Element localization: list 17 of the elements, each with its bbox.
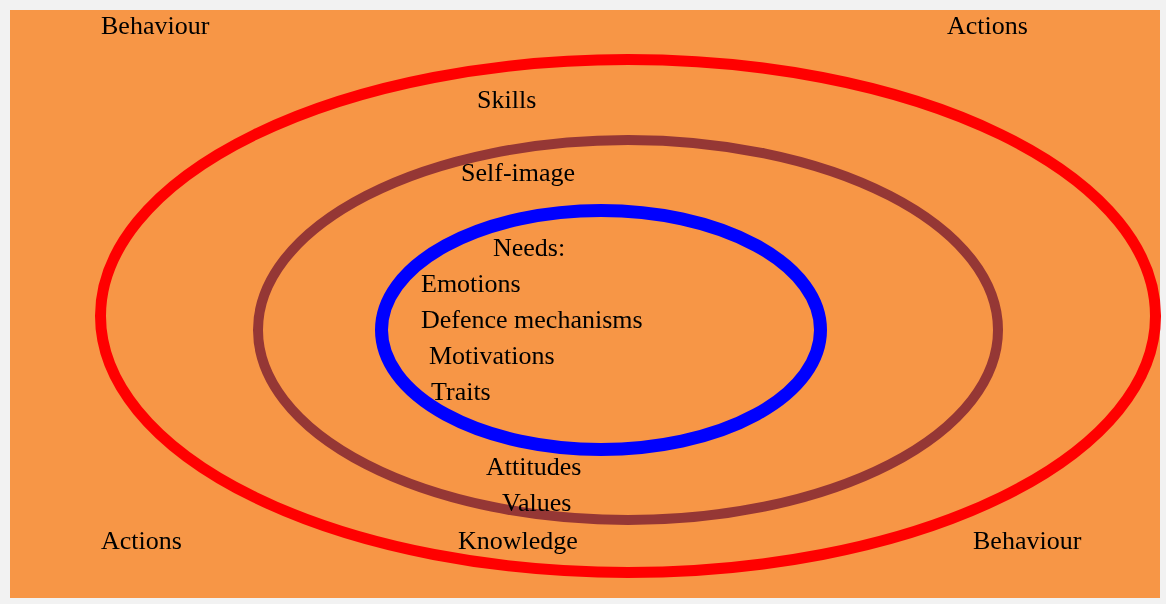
ring-label: Defence mechanisms bbox=[421, 305, 643, 335]
ring-label: Motivations bbox=[429, 341, 555, 371]
corner-label: Behaviour bbox=[101, 11, 210, 41]
ring-label: Attitudes bbox=[486, 452, 582, 482]
inner-ring bbox=[375, 204, 827, 456]
corner-label: Actions bbox=[101, 526, 182, 556]
ring-label: Self-image bbox=[461, 158, 576, 188]
corner-label: Behaviour bbox=[973, 526, 1082, 556]
outer-ring bbox=[95, 54, 1161, 578]
ring-label: Knowledge bbox=[458, 526, 578, 556]
ring-label: Skills bbox=[477, 85, 537, 115]
ring-label: Values bbox=[502, 488, 572, 518]
ring-label: Emotions bbox=[421, 269, 521, 299]
ring-label: Needs: bbox=[493, 233, 566, 263]
middle-ring bbox=[253, 135, 1003, 525]
ring-label: Traits bbox=[431, 377, 491, 407]
corner-label: Actions bbox=[947, 11, 1028, 41]
